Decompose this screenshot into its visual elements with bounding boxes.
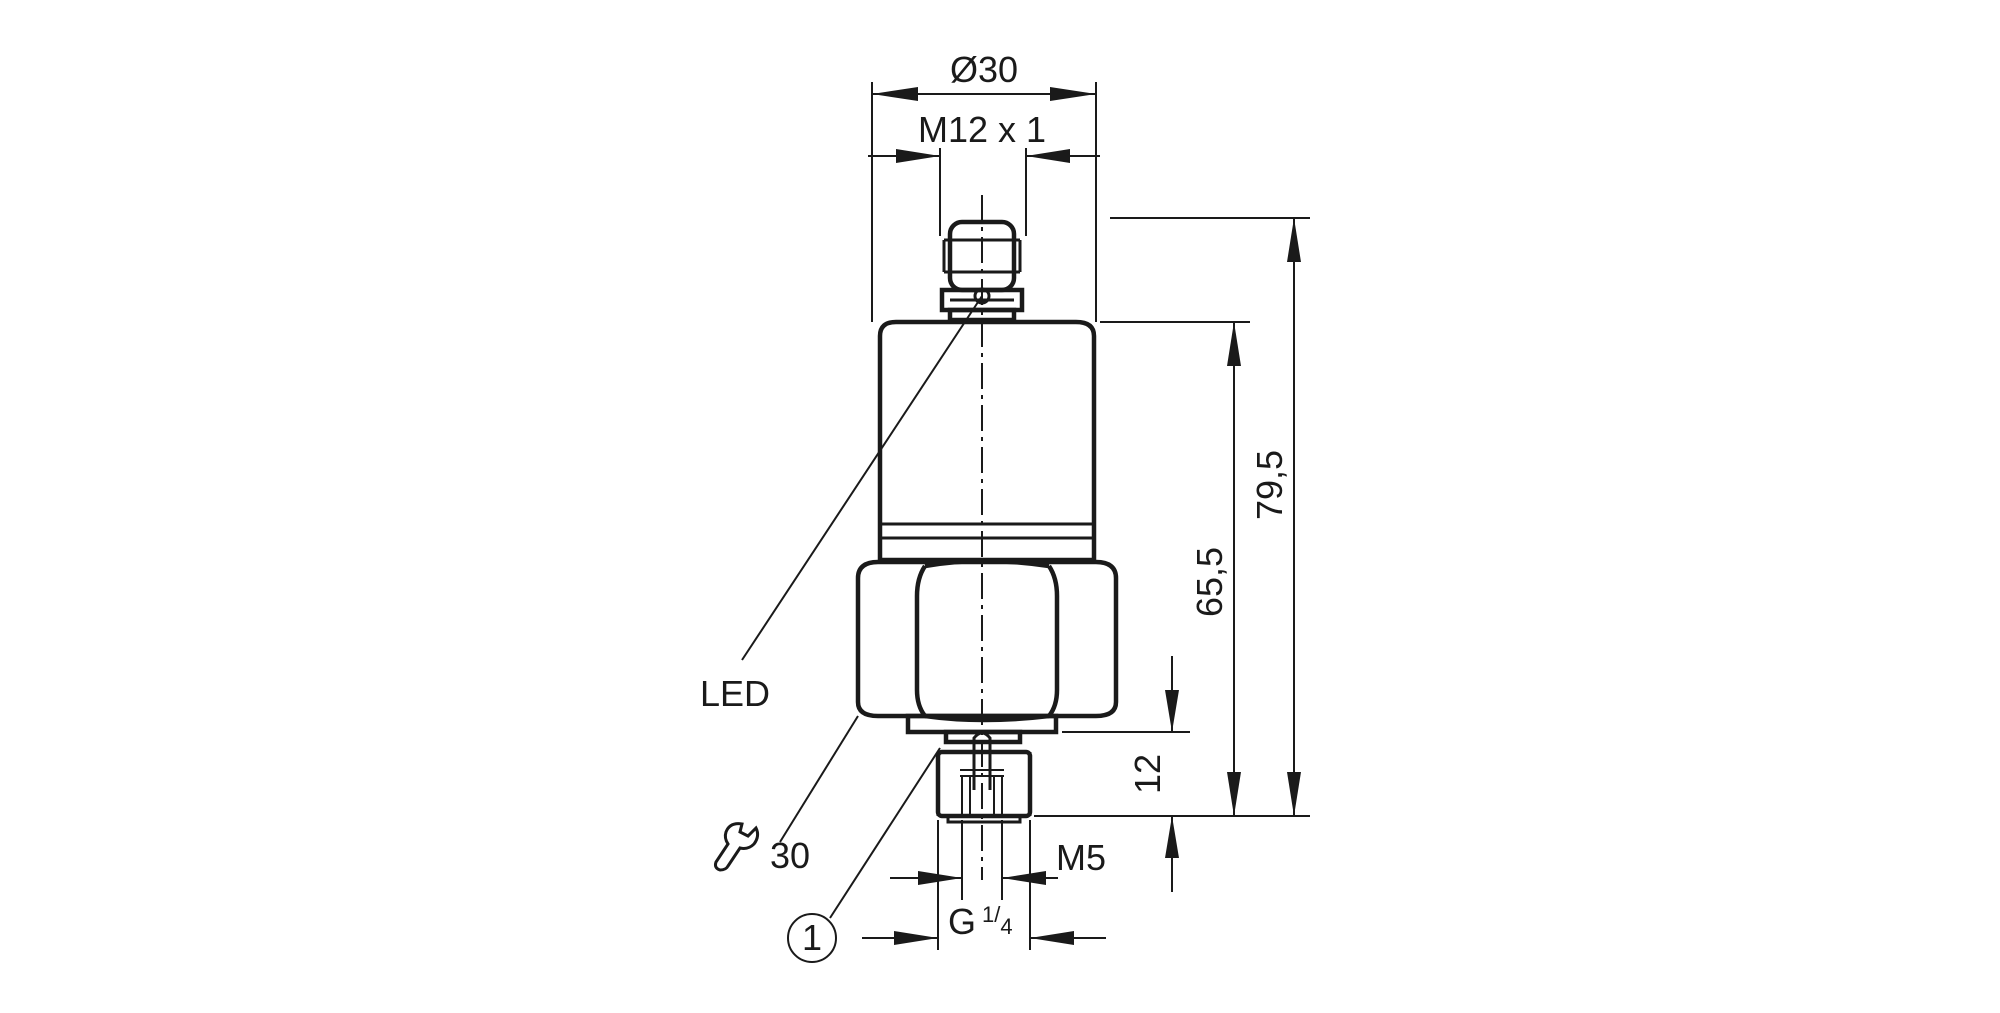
- item-marker-label: 1: [802, 917, 822, 958]
- dim-diameter: Ø30: [872, 49, 1096, 101]
- item-marker: 1: [787, 747, 941, 963]
- wrench-callout: 30: [714, 715, 859, 876]
- led-callout: LED: [700, 295, 983, 714]
- dim-overall-length-label: 79,5: [1249, 450, 1290, 520]
- dim-inner-thread: M5: [890, 837, 1106, 885]
- led-callout-label: LED: [700, 673, 770, 714]
- dim-thread-length-label: 12: [1127, 754, 1168, 794]
- dim-diameter-label: Ø30: [950, 49, 1018, 90]
- extension-lines: [871, 82, 1310, 950]
- wrench-size-label: 30: [770, 835, 810, 876]
- process-connection: [905, 713, 1059, 824]
- dim-connector-thread-label: M12 x 1: [918, 109, 1046, 150]
- dim-thread-length: 12: [1127, 656, 1179, 892]
- sensor-housing: [877, 319, 1097, 563]
- hex-wrench-flat: [855, 558, 1119, 723]
- dim-body-length: 65,5: [1189, 322, 1241, 816]
- led-indicator: [973, 287, 991, 305]
- wrench-icon: [714, 822, 760, 872]
- dim-overall-length: 79,5: [1249, 218, 1301, 816]
- dim-body-length-label: 65,5: [1189, 547, 1230, 617]
- dim-inner-thread-label: M5: [1056, 837, 1106, 878]
- dim-connector-thread: M12 x 1: [868, 109, 1100, 163]
- m12-connector: [939, 219, 1025, 323]
